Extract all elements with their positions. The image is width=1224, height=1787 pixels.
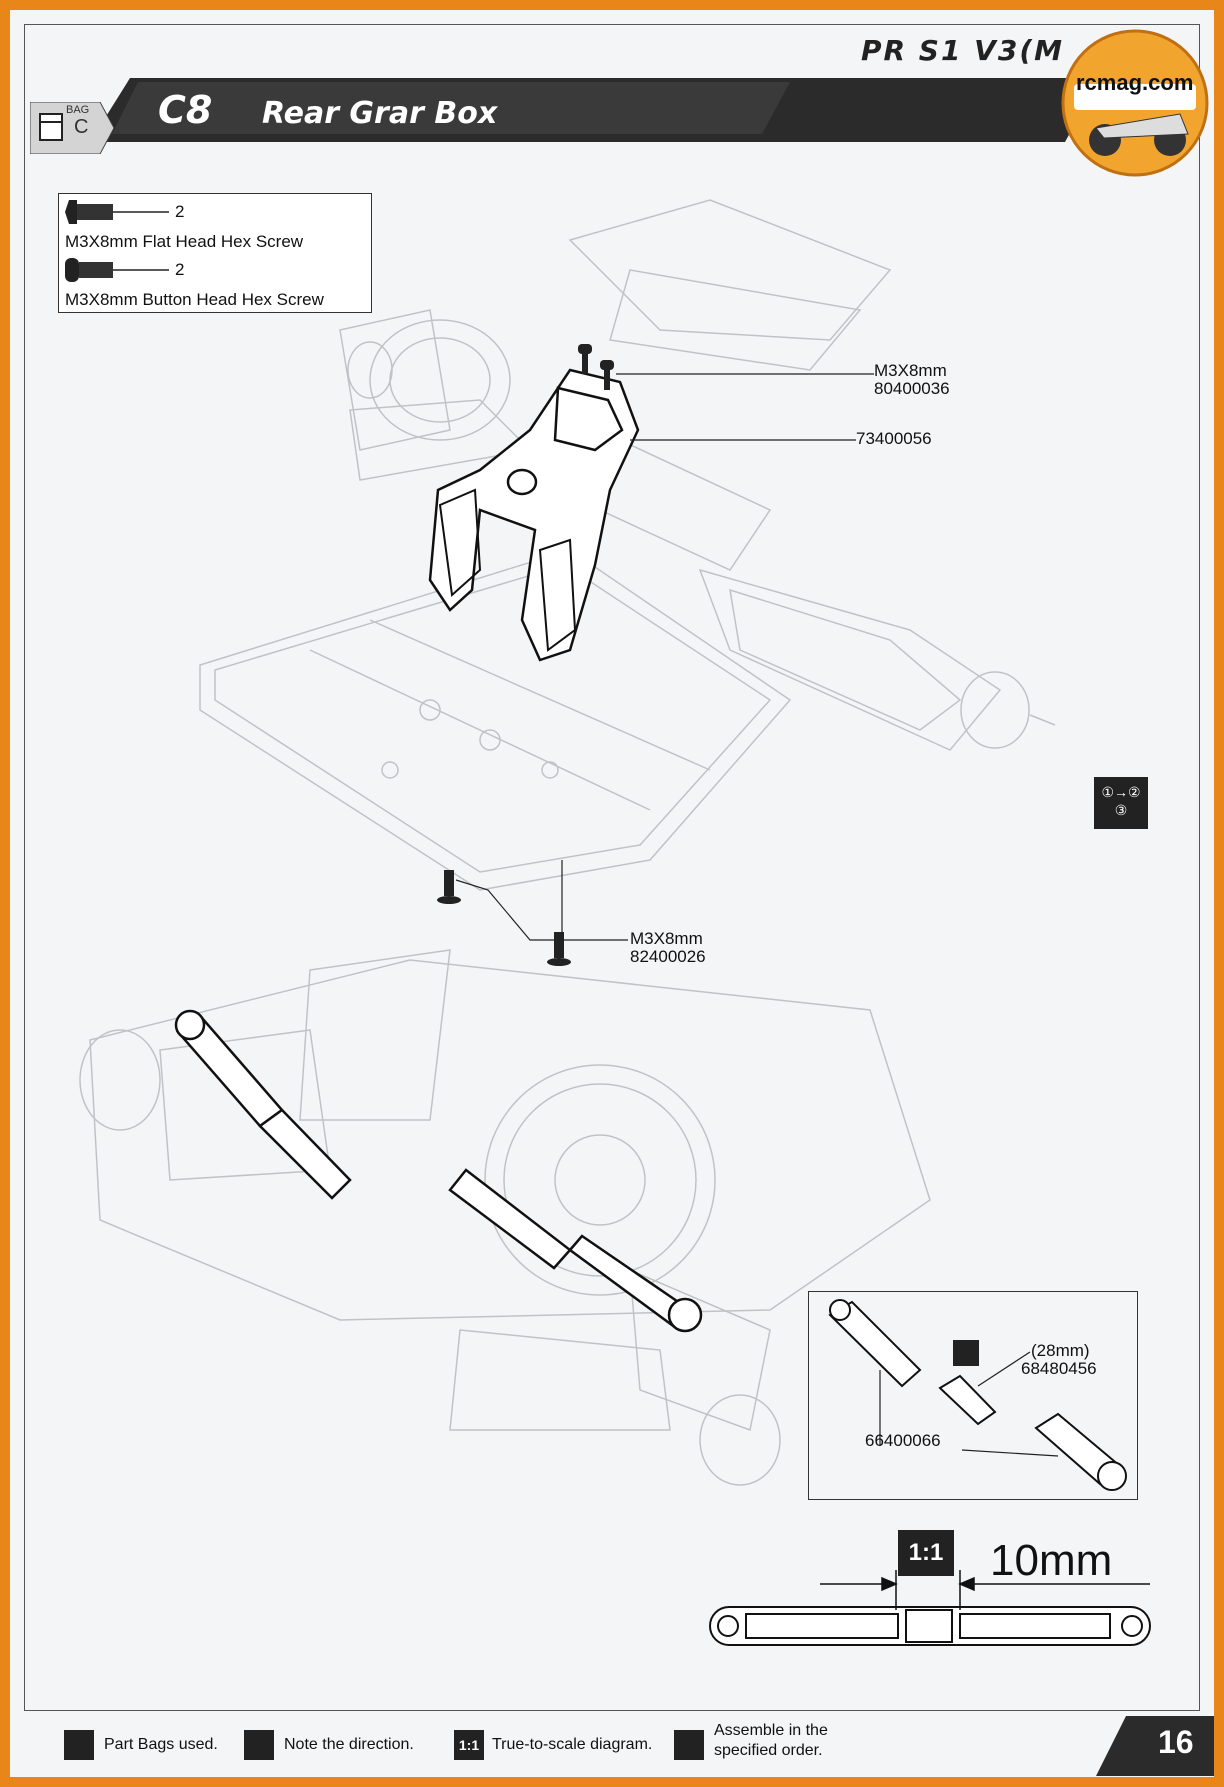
inset-code: 68480456 xyxy=(1021,1359,1097,1378)
manual-page: PR S1 V3(M C8 Rear Grar Box BAG C rcmag.… xyxy=(10,10,1214,1777)
legend-order-line2: specified order. xyxy=(714,1742,823,1759)
turnbuckle-inset: (28mm) 68480456 66400066 xyxy=(808,1291,1138,1500)
rcmag-logo xyxy=(1060,28,1210,178)
step-header-bar xyxy=(90,78,1100,142)
step-number: C8 xyxy=(158,88,213,132)
direction-icon xyxy=(953,1340,979,1366)
header-bar-shape xyxy=(90,78,1100,142)
page-frame xyxy=(24,24,1200,1711)
part-qty: 2 xyxy=(175,202,185,221)
order-icon-text: ①→② ③ xyxy=(1101,784,1141,818)
inset-length: (28mm) xyxy=(1031,1341,1090,1360)
bag-letter: C xyxy=(74,116,89,138)
part-qty: 2 xyxy=(175,260,185,279)
order-legend-icon xyxy=(674,1730,704,1760)
legend-bags: Part Bags used. xyxy=(104,1736,218,1753)
rcmag-logo-text: rcmag.com xyxy=(1076,70,1194,95)
bottom-screw-size: M3X8mm xyxy=(630,929,703,948)
part-name: M3X8mm Button Head Hex Screw xyxy=(65,290,324,309)
scale-ratio-badge: 1:1 xyxy=(898,1530,954,1576)
gearbox-code: 73400056 xyxy=(856,429,932,448)
parts-list-box: 2 M3X8mm Flat Head Hex Screw 2 M3X8mm Bu… xyxy=(58,193,372,313)
page-number-bar xyxy=(1096,1716,1214,1776)
legend-direction: Note the direction. xyxy=(284,1736,414,1753)
assembly-diagram xyxy=(79,199,1151,1646)
bottom-screw-code: 82400026 xyxy=(630,947,706,966)
direction-legend-icon xyxy=(244,1730,274,1760)
legend-order-line1: Assemble in the xyxy=(714,1722,828,1739)
bag-legend-icon xyxy=(64,1730,94,1760)
footer-legend: Part Bags used. Note the direction. 1:1 … xyxy=(34,1716,1214,1772)
top-screw-size: M3X8mm xyxy=(874,361,947,380)
bag-icon xyxy=(29,101,115,155)
model-name: PR S1 V3(M xyxy=(860,34,1064,67)
top-screw-code: 80400036 xyxy=(874,379,950,398)
page-number: 16 xyxy=(1158,1724,1194,1760)
part-name: M3X8mm Flat Head Hex Screw xyxy=(65,232,304,251)
legend-scale: True-to-scale diagram. xyxy=(492,1736,653,1753)
parts-screw-icons xyxy=(65,200,169,282)
inset-rod-code: 66400066 xyxy=(865,1431,941,1450)
bag-label: BAG xyxy=(66,104,90,116)
step-title: Rear Grar Box xyxy=(262,96,498,131)
scale-legend-icon: 1:1 xyxy=(454,1730,484,1760)
assembly-order-icon: ①→② ③ xyxy=(1094,777,1148,829)
scale-length: 10mm xyxy=(990,1536,1113,1585)
